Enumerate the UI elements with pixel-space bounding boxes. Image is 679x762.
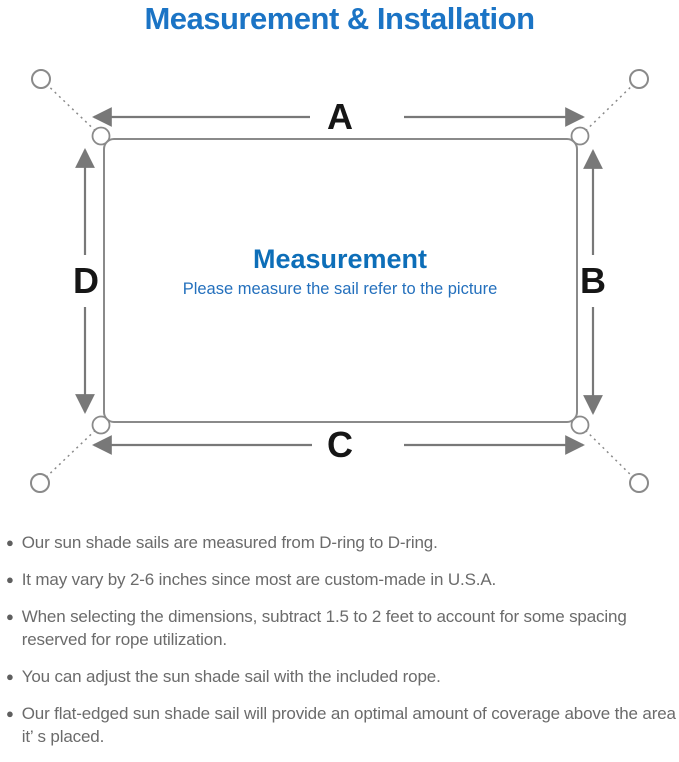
note-item: ● You can adjust the sun shade sail with… — [6, 665, 679, 688]
note-item: ● Our flat-edged sun shade sail will pro… — [6, 702, 679, 748]
dim-label-b: B — [580, 260, 606, 301]
page-title: Measurement & Installation — [144, 1, 535, 36]
note-item: ● It may vary by 2-6 inches since most a… — [6, 568, 679, 591]
rope-top-right — [576, 78, 640, 140]
rope-bottom-right — [576, 421, 640, 484]
bullet-icon: ● — [6, 609, 14, 624]
dim-label-a: A — [327, 96, 353, 137]
anchor-ring-bottom-left — [30, 473, 50, 493]
rope-bottom-left — [39, 421, 105, 484]
bullet-icon: ● — [6, 669, 14, 684]
dim-label-c: C — [327, 424, 353, 465]
note-text: When selecting the dimensions, subtract … — [21, 607, 627, 649]
bullet-icon: ● — [6, 572, 14, 587]
note-text: Our sun shade sails are measured from D-… — [21, 533, 438, 552]
rope-top-left — [40, 78, 105, 140]
dim-label-d: D — [73, 260, 99, 301]
d-ring-bottom-right — [570, 415, 590, 435]
note-item: ● When selecting the dimensions, subtrac… — [6, 605, 679, 651]
anchor-ring-top-left — [31, 69, 51, 89]
note-text: It may vary by 2-6 inches since most are… — [21, 570, 497, 589]
note-text: You can adjust the sun shade sail with t… — [21, 667, 441, 686]
note-item: ● Our sun shade sails are measured from … — [6, 531, 679, 554]
shade-sail-outline — [103, 138, 578, 423]
d-ring-bottom-left — [91, 415, 111, 435]
d-ring-top-left — [91, 126, 111, 146]
measurement-diagram: A B C D Measurement Please measure the s… — [30, 69, 649, 493]
anchor-ring-top-right — [629, 69, 649, 89]
diagram-heading: Measurement — [253, 244, 427, 274]
diagram-subtitle: Please measure the sail refer to the pic… — [183, 280, 498, 298]
anchor-ring-bottom-right — [629, 473, 649, 493]
bullet-icon: ● — [6, 706, 14, 721]
notes-list: ● Our sun shade sails are measured from … — [0, 531, 679, 762]
note-text: Our flat-edged sun shade sail will provi… — [21, 704, 676, 746]
d-ring-top-right — [570, 126, 590, 146]
bullet-icon: ● — [6, 535, 14, 550]
